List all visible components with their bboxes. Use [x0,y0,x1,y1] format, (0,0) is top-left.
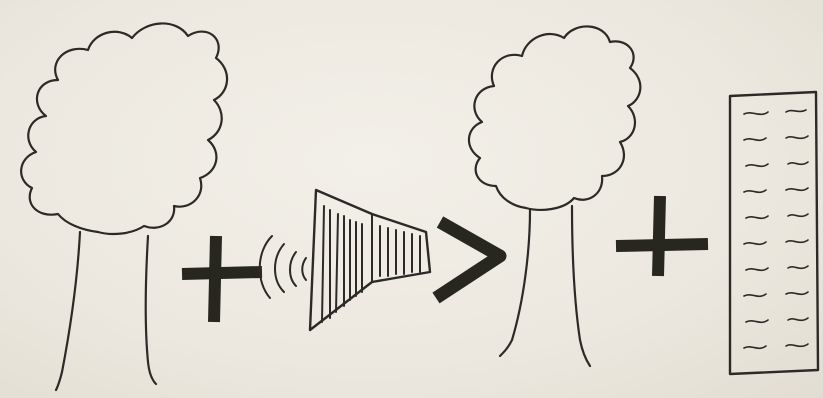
tree-left-icon [21,23,227,390]
plus-icon [182,236,262,322]
greater-than-icon [436,222,500,298]
building-icon [730,92,818,374]
tree-right-icon [469,26,640,366]
plus-icon-2 [616,196,708,276]
sound-waves-icon [260,236,306,298]
loudspeaker-icon [310,190,430,330]
